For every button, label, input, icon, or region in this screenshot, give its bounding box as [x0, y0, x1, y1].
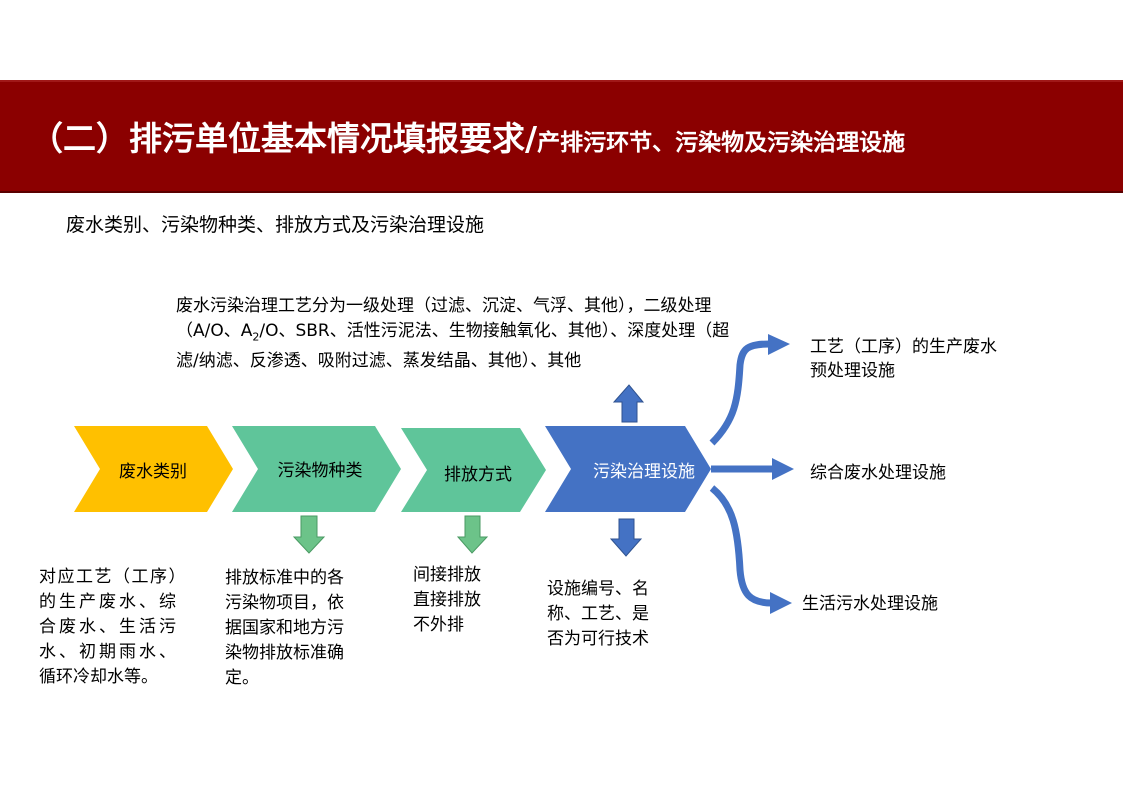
note-line: 间接排放 [413, 565, 481, 585]
slide-title: （二）排污单位基本情况填报要求/产排污环节、污染物及污染治理设施 [30, 112, 905, 160]
down-arrow-icon [609, 518, 643, 557]
note-line: 不外排 [413, 615, 464, 635]
step-label-discharge: 排放方式 [444, 465, 512, 485]
output-comprehensive: 综合废水处理设施 [810, 463, 946, 483]
step-label-category: 废水类别 [119, 462, 187, 482]
description-part2: /O、SBR、活性污泥法、生物接触氧化、其他）、深度处理（超滤/纳滤、反渗透、吸… [176, 321, 730, 372]
note-line: 对应工艺（工序） [39, 567, 187, 587]
note-line: 循环冷却水等。 [39, 667, 158, 687]
step-label-facility: 污染治理设施 [593, 462, 695, 482]
output-domestic: 生活污水处理设施 [802, 594, 938, 614]
note-line: 直接排放 [413, 590, 481, 610]
note-line: 的生产废水、综 [39, 592, 179, 612]
chevron-facility [545, 426, 711, 512]
title-sub: 产排污环节、污染物及污染治理设施 [537, 129, 906, 156]
output-line: 预处理设施 [810, 361, 895, 381]
down-arrow-icon [292, 515, 326, 554]
title-main: （二）排污单位基本情况填报要求/ [30, 119, 538, 158]
chevron-discharge [401, 428, 546, 512]
arrowhead-icon [772, 458, 794, 480]
arrowhead-icon [768, 334, 790, 355]
step-label-pollutant: 污染物种类 [277, 461, 363, 481]
chevron-category [74, 426, 233, 512]
note-line: 染物排放标准确 [225, 643, 344, 663]
section-subtitle: 废水类别、污染物种类、排放方式及污染治理设施 [66, 214, 485, 236]
branch-arrow-top [709, 340, 771, 446]
note-line: 否为可行技术 [547, 629, 649, 649]
title-bar: （二）排污单位基本情况填报要求/产排污环节、污染物及污染治理设施 [0, 80, 1123, 193]
treatment-description: 废水污染治理工艺分为一级处理（过滤、沉淀、气浮、其他），二级处理（A/O、A2/… [176, 294, 736, 374]
note-discharge: 间接排放 直接排放 不外排 [413, 563, 523, 638]
note-pollutant: 排放标准中的各 污染物项目，依 据国家和地方污 染物排放标准确 定。 [225, 566, 390, 691]
note-line: 称、工艺、是 [547, 604, 649, 624]
up-arrow-icon [612, 384, 645, 423]
note-line: 污染物项目，依 [225, 593, 344, 613]
description-subscript: 2 [252, 330, 260, 344]
note-line: 水、初期雨水、 [39, 642, 179, 662]
note-line: 排放标准中的各 [225, 568, 344, 588]
description-part1: 废水污染治理工艺分为一级处理（过滤、沉淀、气浮、其他），二级处理（A/O、A [176, 296, 712, 341]
note-line: 据国家和地方污 [225, 618, 344, 638]
note-line: 定。 [225, 668, 259, 688]
chevron-pollutant [232, 426, 401, 512]
output-line: 工艺（工序）的生产废水 [810, 337, 997, 357]
arrowhead-icon [770, 592, 792, 614]
note-line: 设施编号、名 [547, 579, 649, 599]
branch-arrow-bottom [709, 485, 773, 607]
output-process-pretreatment: 工艺（工序）的生产废水 预处理设施 [810, 335, 1070, 383]
note-line: 合废水、生活污 [39, 617, 179, 637]
note-facility: 设施编号、名 称、工艺、是 否为可行技术 [547, 577, 697, 652]
down-arrow-icon [456, 515, 489, 554]
note-category: 对应工艺（工序） 的生产废水、综 合废水、生活污 水、初期雨水、 循环冷却水等。 [39, 565, 224, 690]
